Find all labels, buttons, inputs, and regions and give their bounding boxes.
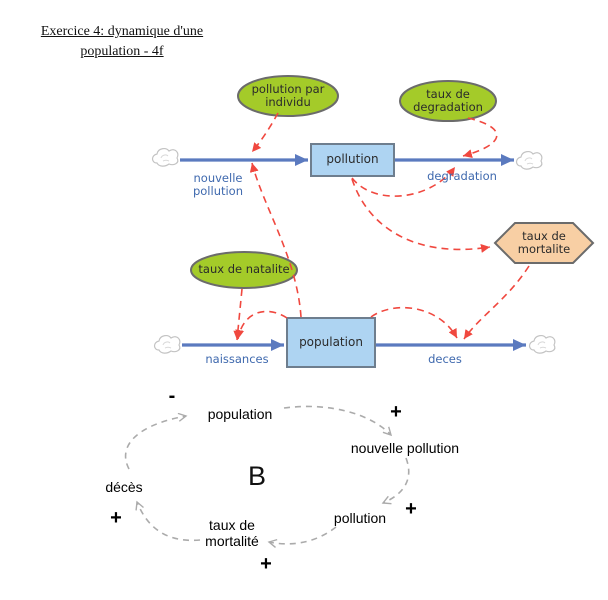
flow-nouvelle-pollution-label: nouvelle pollution — [192, 170, 244, 198]
loop-node-taux-de-mortalite: taux de mortalité — [205, 516, 259, 549]
sign-taux-mortalite-deces: + — [110, 506, 122, 529]
link-population-to-naissances — [235, 310, 288, 340]
converter-taux-de-degradation-ellipse — [399, 80, 497, 122]
loop-link-pollution-to-taux-de-mortalite — [269, 526, 337, 544]
loop-link-population-to-nouvelle-pollution — [283, 405, 391, 435]
sign-pollution-taux-mortalite: + — [260, 552, 272, 575]
loop-link-nouvelle-pollution-to-pollution — [383, 457, 410, 503]
loop-node-pollution: pollution — [333, 509, 387, 526]
loop-link-deces-to-population — [124, 416, 186, 470]
link-population-to-deces — [370, 306, 458, 339]
flow-naissances-label: naissances — [205, 352, 269, 367]
link-taux-de-natalite-to-naissances — [233, 288, 243, 341]
stock-population-label: population — [299, 334, 363, 349]
cloud-source-population — [153, 335, 181, 354]
converter-taux-de-natalite-ellipse — [190, 251, 298, 289]
link-pollution-to-taux-de-mortalite — [351, 178, 491, 253]
link-taux-de-mortalite-to-deces — [463, 265, 530, 340]
sign-nouvelle-pollution-pollution: + — [405, 497, 417, 520]
exercise-title: Exercice 4: dynamique d'une population -… — [26, 22, 218, 63]
stock-population-box — [286, 317, 376, 368]
link-pollution-par-individu-to-nouvelle-pollution — [251, 112, 279, 153]
exercise-title-line2: population - 4f — [80, 44, 164, 60]
loop-balancing-label: B — [247, 461, 266, 492]
flow-degradation-label: degradation — [427, 169, 497, 184]
link-population-to-nouvelle-pollution — [249, 162, 302, 318]
converter-taux-de-mortalite-hexagon — [493, 222, 595, 264]
converter-pollution-par-individu-ellipse — [237, 75, 339, 117]
converter-taux-de-mortalite-label: taux de mortalite — [517, 228, 571, 256]
converter-taux-de-degradation-label: taux de degradation — [413, 86, 483, 114]
cloud-sink-population — [528, 335, 556, 354]
loop-link-taux-de-mortalite-to-deces — [137, 502, 201, 542]
link-taux-de-degradation-to-degradation — [462, 117, 498, 159]
loop-node-deces: décès — [105, 478, 143, 495]
converter-taux-de-natalite-label: taux de natalite — [198, 262, 290, 277]
cloud-sink-pollution — [515, 151, 543, 170]
flow-deces-label: deces — [428, 352, 462, 367]
sign-deces-population: - — [168, 384, 176, 407]
converter-pollution-par-individu-label: pollution par individu — [251, 81, 325, 109]
exercise-title-line1: Exercice 4: dynamique d'une — [40, 24, 204, 39]
loop-node-population: population — [207, 405, 273, 422]
stock-pollution-box — [310, 143, 395, 177]
loop-node-nouvelle-pollution: nouvelle pollution — [350, 439, 460, 456]
cloud-source-pollution — [151, 148, 179, 167]
sign-population-nouvelle-pollution: + — [390, 400, 402, 423]
stock-pollution-label: pollution — [326, 152, 379, 167]
